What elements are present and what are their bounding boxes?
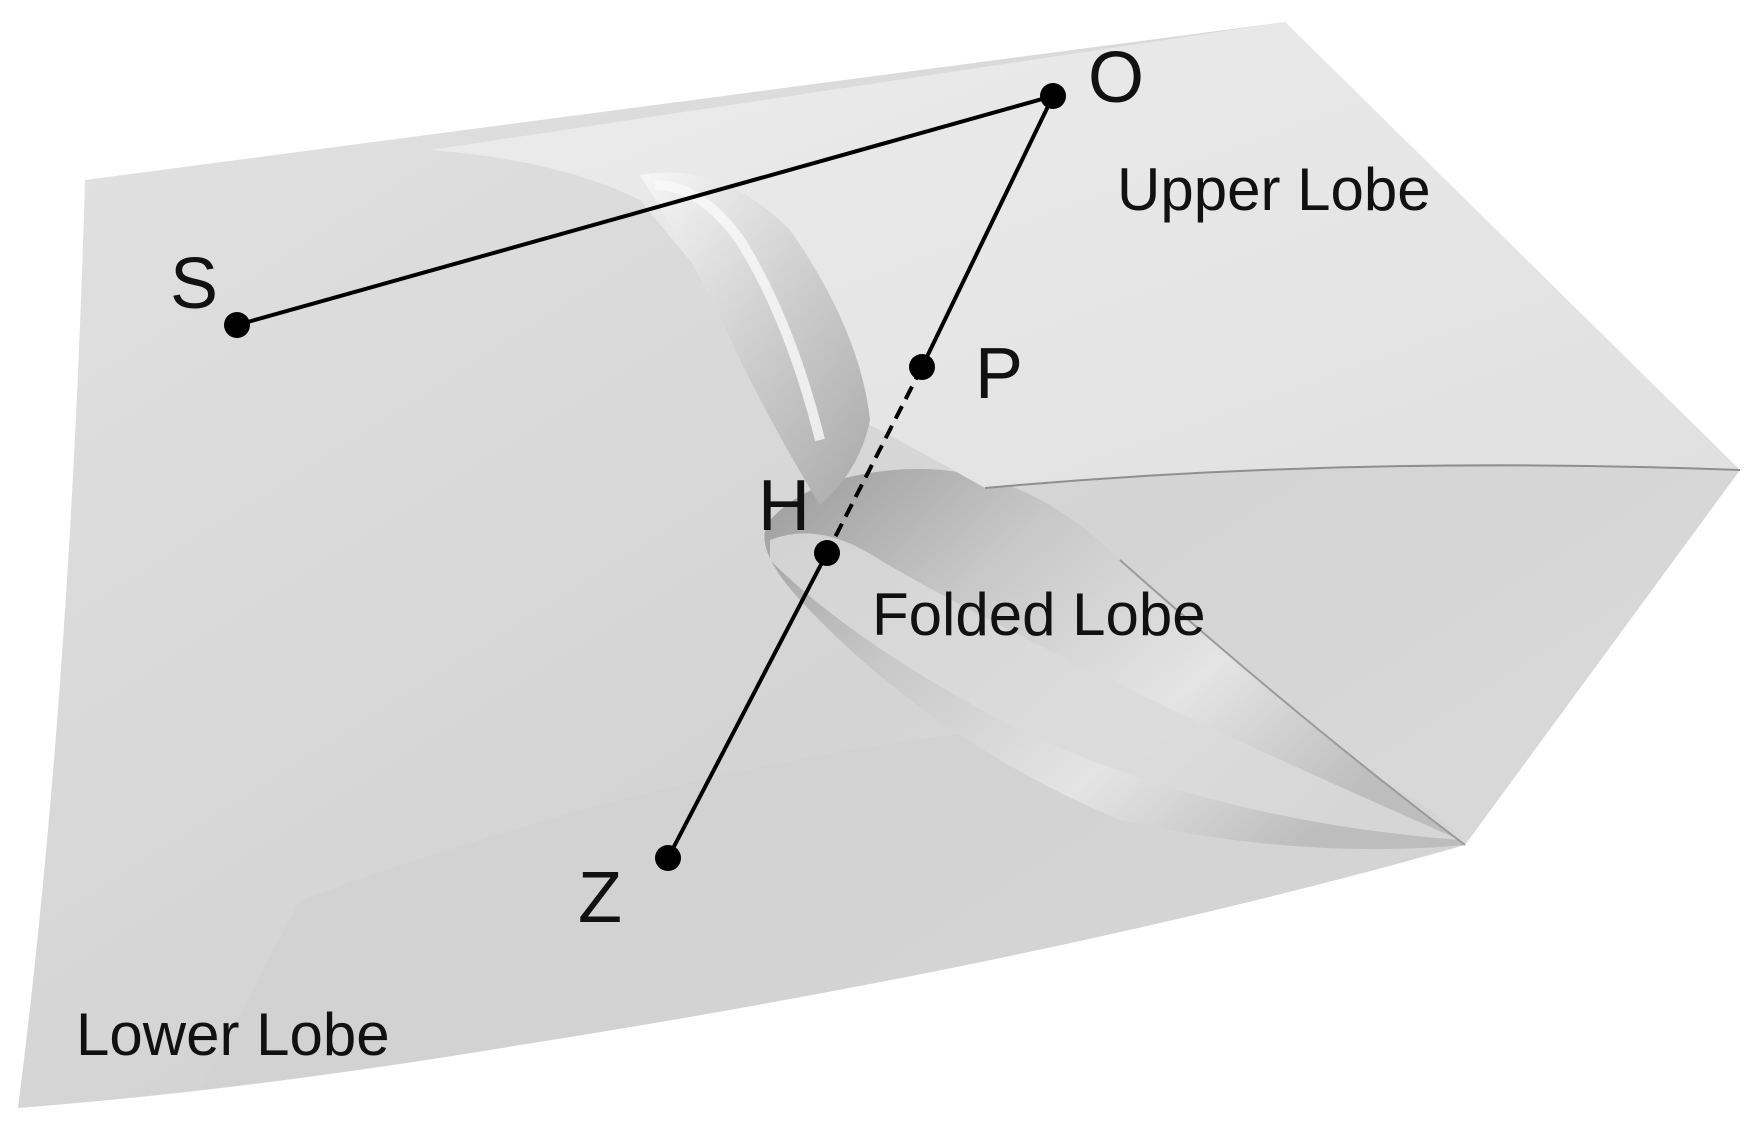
point-s-label: S [170, 244, 218, 324]
point-o-label: O [1088, 38, 1144, 118]
lower-lobe-label: Lower Lobe [76, 1001, 390, 1068]
fold-edge-upper [984, 464, 1741, 489]
point-h-label: H [758, 466, 810, 546]
fold-edge-lower [1119, 559, 1466, 846]
point-p-label: P [975, 334, 1023, 414]
point-o-marker [1040, 83, 1066, 109]
point-z-marker [655, 845, 681, 871]
point-z-label: Z [578, 858, 622, 938]
upper-lobe-surface [430, 22, 1740, 488]
path-p-to-h [825, 366, 924, 554]
folded-lobe-label: Folded Lobe [872, 581, 1206, 648]
path-h-to-z [666, 552, 829, 859]
point-s-marker [224, 312, 250, 338]
path-s-to-o [236, 94, 1054, 327]
point-h-marker [814, 540, 840, 566]
upper-lobe-label: Upper Lobe [1117, 156, 1431, 223]
point-p-marker [909, 354, 935, 380]
path-o-to-p [920, 95, 1055, 368]
fold-ridge-highlight [654, 180, 825, 442]
folded-lobe-curl [770, 533, 1460, 840]
folded-lobe-underside [764, 468, 1465, 850]
